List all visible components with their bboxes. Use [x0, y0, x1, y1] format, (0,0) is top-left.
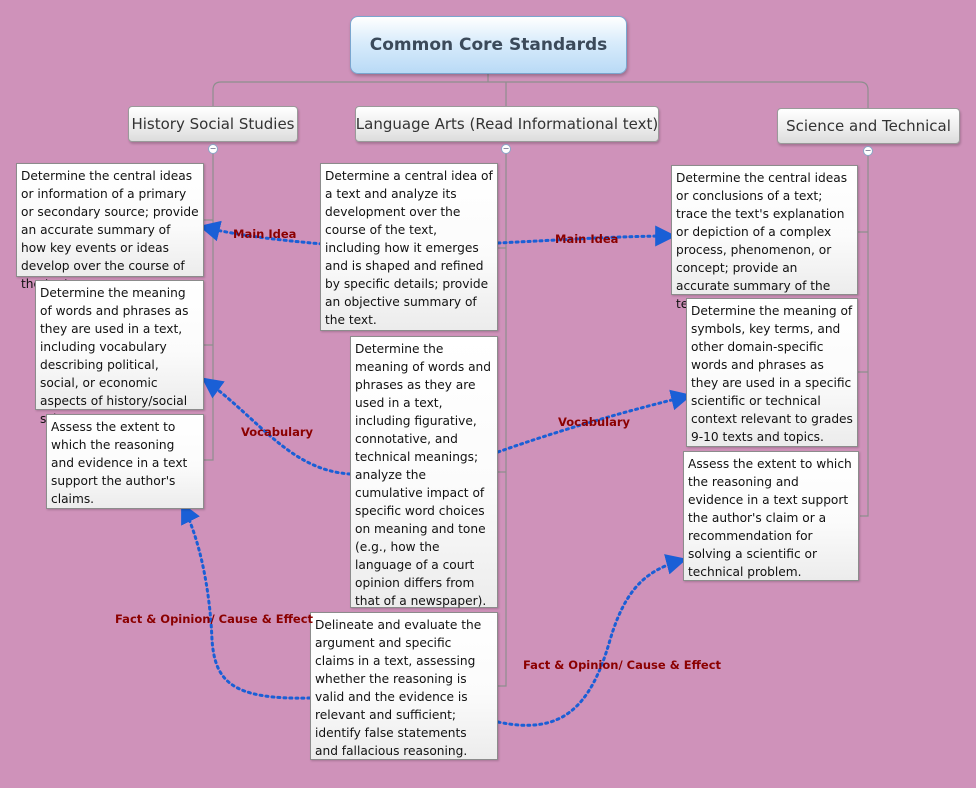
topic-history-reasoning[interactable]: Assess the extent to which the reasoning…	[46, 414, 204, 509]
relationship-line-fact-opinion-right	[496, 554, 688, 727]
topic-science-vocabulary[interactable]: Determine the meaning of symbols, key te…	[686, 298, 858, 447]
topic-history-main-idea[interactable]: Determine the central ideas or informati…	[16, 163, 204, 291]
branch-label: History Social Studies	[131, 115, 295, 133]
topic-text: Delineate and evaluate the argument and …	[315, 618, 482, 758]
topic-history-vocabulary[interactable]: Determine the meaning of words and phras…	[35, 280, 204, 426]
branch-language-arts[interactable]: Language Arts (Read Informational text)	[355, 106, 659, 142]
root-topic[interactable]: Common Core Standards	[350, 16, 627, 74]
topic-text: Determine the meaning of symbols, key te…	[691, 304, 853, 444]
relationship-line-fact-opinion-left	[181, 502, 312, 700]
topic-science-reasoning[interactable]: Assess the extent to which the reasoning…	[683, 451, 859, 581]
branch-science-technical[interactable]: Science and Technical	[777, 108, 960, 144]
collapse-toggle-icon[interactable]: −	[208, 144, 218, 154]
topic-text: Assess the extent to which the reasoning…	[688, 457, 852, 579]
topic-text: Determine the central ideas or informati…	[21, 169, 199, 291]
topic-text: Assess the extent to which the reasoning…	[51, 420, 188, 506]
relationship-line-main-idea-left	[198, 220, 324, 246]
relationship-label-fact-opinion[interactable]: Fact & Opinion/ Cause & Effect	[523, 658, 722, 672]
relationship-label-vocabulary[interactable]: Vocabulary	[241, 425, 314, 439]
tree-connectors	[204, 72, 869, 687]
branch-history-social-studies[interactable]: History Social Studies	[128, 106, 298, 142]
relationship-line-vocabulary-right	[496, 389, 693, 454]
topic-language-arts-central-idea[interactable]: Determine a central idea of a text and a…	[320, 163, 498, 331]
topic-text: Determine the meaning of words and phras…	[355, 342, 492, 608]
relationship-label-fact-opinion[interactable]: Fact & Opinion/ Cause & Effect	[115, 612, 314, 626]
topic-text: Determine the meaning of words and phras…	[40, 286, 189, 426]
relationship-lines	[181, 220, 693, 727]
relationship-label-vocabulary[interactable]: Vocabulary	[558, 415, 631, 429]
branch-label: Language Arts (Read Informational text)	[355, 115, 659, 133]
collapse-toggle-icon[interactable]: −	[501, 144, 511, 154]
root-topic-label: Common Core Standards	[369, 35, 608, 55]
relationship-label-main-idea[interactable]: Main Idea	[555, 232, 619, 246]
topic-language-arts-argument[interactable]: Delineate and evaluate the argument and …	[310, 612, 498, 760]
relationship-line-vocabulary-left	[201, 377, 352, 476]
topic-text: Determine the central ideas or conclusio…	[676, 171, 848, 311]
relationship-line-main-idea-right	[496, 225, 677, 247]
topic-science-central-ideas[interactable]: Determine the central ideas or conclusio…	[671, 165, 858, 311]
collapse-toggle-icon[interactable]: −	[863, 146, 873, 156]
topic-text: Determine a central idea of a text and a…	[325, 169, 493, 327]
relationship-label-main-idea[interactable]: Main Idea	[233, 227, 297, 241]
topic-language-arts-word-meaning[interactable]: Determine the meaning of words and phras…	[350, 336, 498, 608]
branch-label: Science and Technical	[786, 117, 951, 135]
